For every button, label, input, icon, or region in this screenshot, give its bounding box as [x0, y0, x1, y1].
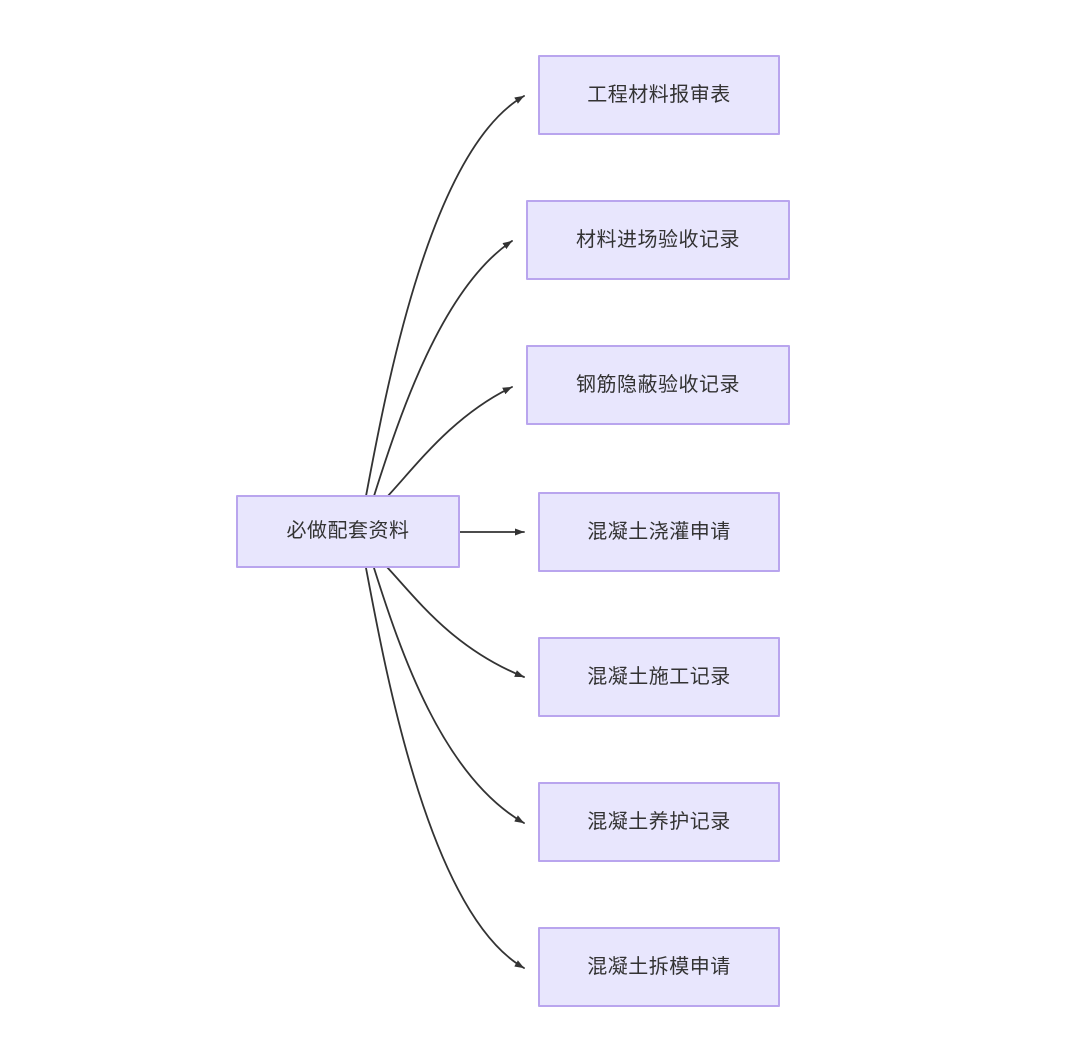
edge-group — [365, 95, 525, 969]
node-label: 钢筋隐蔽验收记录 — [576, 373, 740, 396]
node-label: 混凝土养护记录 — [587, 810, 731, 833]
node-n2[interactable]: 材料进场验收记录 — [526, 200, 790, 280]
node-label: 必做配套资料 — [286, 520, 410, 542]
node-label: 工程材料报审表 — [587, 83, 731, 106]
node-n1[interactable]: 工程材料报审表 — [538, 55, 780, 135]
node-label: 混凝土拆模申请 — [587, 955, 731, 978]
edge-root-to-n1 — [365, 95, 525, 497]
node-label: 材料进场验收记录 — [576, 228, 740, 251]
node-n5[interactable]: 混凝土施工记录 — [538, 637, 780, 717]
node-n4[interactable]: 混凝土浇灌申请 — [538, 492, 780, 572]
edge-root-to-n3 — [385, 386, 513, 499]
node-n7[interactable]: 混凝土拆模申请 — [538, 927, 780, 1007]
node-n6[interactable]: 混凝土养护记录 — [538, 782, 780, 862]
node-n3[interactable]: 钢筋隐蔽验收记录 — [526, 345, 790, 425]
node-label: 混凝土施工记录 — [587, 665, 731, 688]
node-label: 混凝土浇灌申请 — [587, 520, 731, 543]
edge-root-to-n2 — [373, 240, 513, 497]
node-source-root[interactable]: 必做配套资料 — [236, 495, 460, 568]
edge-root-to-n6 — [373, 567, 525, 824]
edge-root-to-n7 — [365, 567, 525, 969]
edge-root-to-n5 — [385, 565, 525, 678]
